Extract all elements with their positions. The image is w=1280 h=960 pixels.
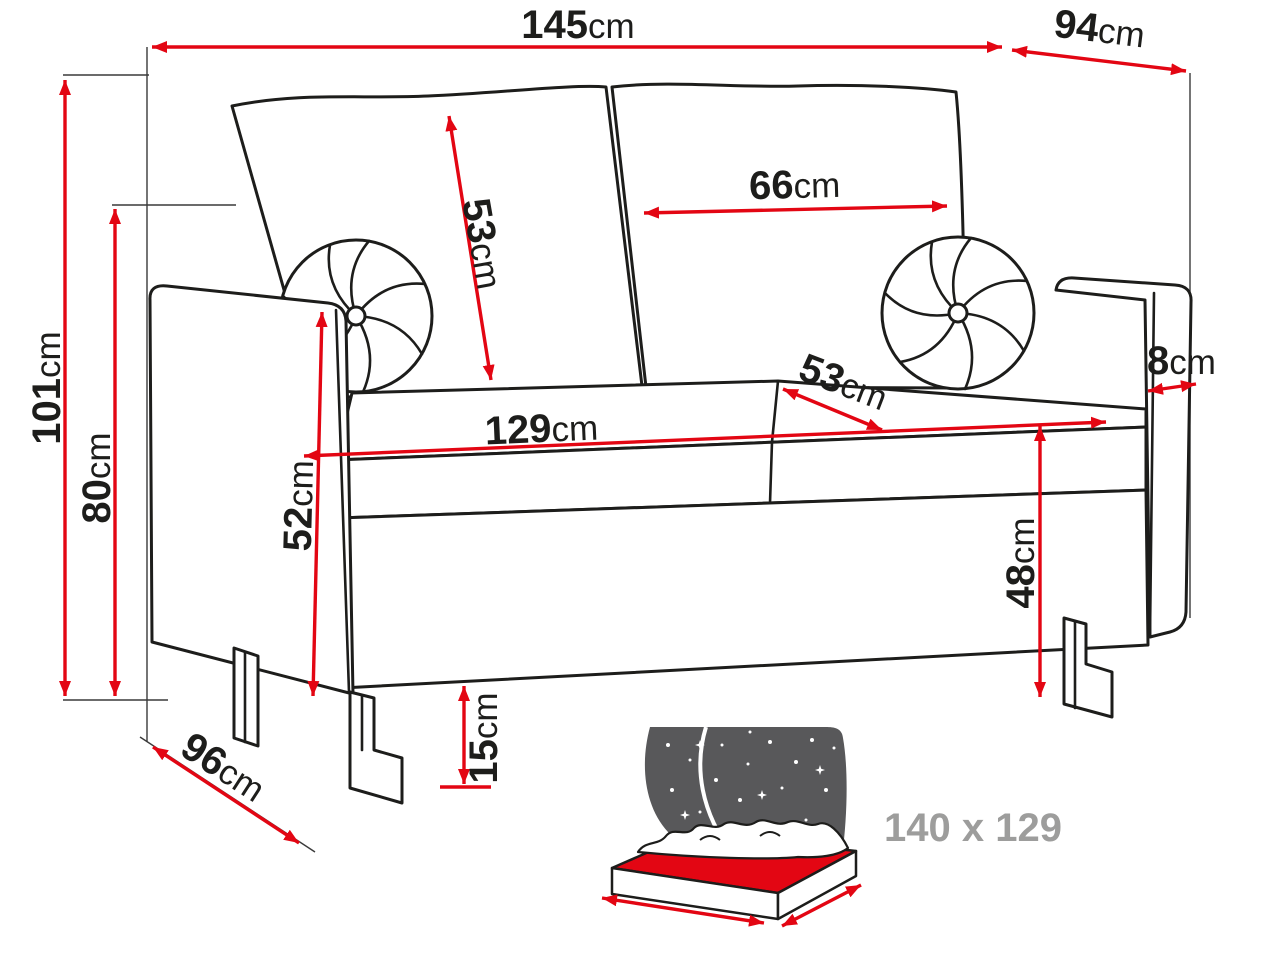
- dim-line-seat-width: [303, 416, 1107, 462]
- armrest-right-crease: [1148, 291, 1156, 637]
- round-pillow-right: [880, 235, 1036, 391]
- dim-line-overall-depth-top: [1011, 45, 1187, 76]
- bed-width-arrow: [601, 894, 765, 927]
- armrest-left: [148, 284, 355, 696]
- duvet: [636, 819, 850, 860]
- sleeping-area-label: 140 x 129: [884, 806, 1062, 850]
- bed-depth-arrow: [781, 883, 862, 928]
- duvet-creases: [699, 831, 781, 841]
- dim-line-armrest-top-width: [1147, 380, 1197, 395]
- armrest-right: [1054, 276, 1193, 639]
- round-pillow-button: [345, 305, 367, 327]
- dim-line-base-depth: [152, 745, 300, 845]
- dim-line-armrest-height: [307, 311, 328, 697]
- label-back-cushion-height: 53cm: [453, 195, 512, 292]
- leg-front-left: [348, 690, 404, 805]
- label-armrest-height: 52cm: [276, 460, 322, 552]
- dim-line-back-cushion-width: [643, 200, 948, 219]
- sleeping-function-icon: 140 x 129: [601, 726, 1062, 928]
- label-seat-height: 48cm: [999, 517, 1043, 608]
- label-back-cushion-width: 66cm: [749, 162, 841, 208]
- armrest-left-crease: [334, 308, 351, 694]
- label-seat-width: 129cm: [484, 405, 599, 454]
- label-backrest-height: 80cm: [75, 432, 119, 523]
- label-overall-width: 145cm: [521, 3, 634, 47]
- dimension-lines: [59, 41, 1197, 845]
- dimension-labels: 145cm 94cm 66cm 53cm 101cm 80cm 8cm 53cm…: [25, 2, 1216, 810]
- label-total-height: 101cm: [25, 331, 69, 444]
- label-overall-depth-top: 94cm: [1052, 2, 1148, 57]
- label-armrest-top-width: 8cm: [1147, 339, 1216, 383]
- dim-line-back-cushion-height: [445, 115, 495, 381]
- label-leg-height: 15cm: [462, 692, 506, 783]
- legs: [232, 616, 1114, 805]
- sofa-drawing: [148, 82, 1193, 805]
